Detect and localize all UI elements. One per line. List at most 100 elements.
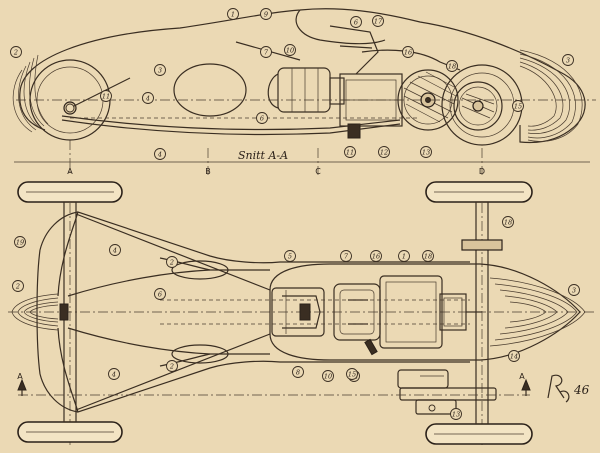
seat-frame	[329, 25, 379, 75]
part-callout-number: 11	[102, 92, 110, 100]
part-callout-bubble	[420, 146, 432, 158]
part-callout-number: 18	[424, 252, 432, 260]
signature-number: 46	[573, 383, 590, 397]
engine-side	[267, 67, 345, 113]
part-callout-bubble	[422, 250, 434, 262]
part-callout-bubble	[502, 216, 514, 228]
plan-view: A A	[8, 181, 596, 445]
plan-tail-hatching	[489, 277, 586, 347]
plan-arrow-label-left: A	[17, 372, 23, 381]
plan-fuselage	[269, 263, 581, 361]
part-callout-number: 16	[404, 48, 412, 56]
rear-axle-collar	[461, 239, 503, 251]
part-callout-bubble	[372, 15, 384, 27]
part-callout-number: 1	[402, 252, 406, 260]
fuel-tank	[173, 63, 247, 117]
part-callout-bubble	[256, 112, 268, 124]
part-callout-bubble	[154, 288, 166, 300]
part-callout-bubble	[446, 60, 458, 72]
part-callout-number: 2	[13, 48, 18, 56]
part-callout-bubble	[227, 8, 239, 20]
part-callout-bubble	[142, 92, 154, 104]
part-callout-number: 6	[260, 114, 264, 122]
section-marker-b: B	[205, 167, 211, 176]
part-callout-number: 3	[572, 286, 576, 294]
nose-hatching	[12, 54, 49, 133]
chassis-rail	[61, 115, 401, 131]
part-callout-bubble	[12, 280, 24, 292]
section-title: Snitt A-A	[238, 149, 288, 162]
part-callout-number: 4	[145, 94, 150, 102]
cockpit-fairing	[295, 9, 386, 45]
part-callout-bubble	[166, 360, 178, 372]
part-callout-bubble	[344, 146, 356, 158]
part-callout-number: 18	[504, 218, 512, 226]
part-callout-bubble	[402, 46, 414, 58]
part-callout-bubble	[154, 64, 166, 76]
plan-body-outline	[57, 211, 470, 413]
part-callout-number: 5	[288, 252, 292, 260]
blister-top	[171, 260, 229, 280]
part-callout-bubble	[10, 46, 22, 58]
part-callout-bubble	[284, 250, 296, 262]
part-callout-bubble	[398, 250, 410, 262]
section-marker-d: D	[479, 167, 485, 176]
part-callout-number: 3	[566, 56, 570, 64]
rear-axle	[475, 201, 489, 425]
plan-arrow-label-right: A	[519, 372, 525, 381]
part-callout-bubble	[284, 44, 296, 56]
part-callout-bubble	[370, 250, 382, 262]
part-callout-number: 7	[344, 252, 349, 260]
part-callout-bubble	[166, 256, 178, 268]
drive-gear-small	[453, 81, 503, 131]
part-callout-number: 17	[374, 17, 383, 25]
part-callout-number: 15	[348, 370, 356, 378]
gearbox-plan	[379, 275, 467, 349]
part-callout-bubble	[340, 250, 352, 262]
part-callout-number: 13	[422, 148, 430, 156]
part-callout-bubble	[378, 146, 390, 158]
part-callout-number: 18	[448, 62, 456, 70]
part-callout-number: 4	[157, 150, 162, 158]
part-callout-bubble	[260, 8, 272, 20]
part-callout-number: 4	[111, 370, 116, 378]
part-callout-bubble	[108, 368, 120, 380]
part-callout-number: 19	[16, 238, 24, 246]
part-callout-number: 8	[296, 368, 300, 376]
part-callout-number: 2	[169, 258, 174, 266]
signature: 46	[547, 374, 590, 403]
part-callout-number: 16	[372, 252, 380, 260]
part-callout-number: 10	[324, 372, 332, 380]
part-callout-bubble	[350, 16, 362, 28]
tail-hatching	[519, 49, 583, 142]
part-callout-bubble	[322, 370, 334, 382]
part-callout-number: 2	[15, 282, 20, 290]
part-callout-number: 6	[158, 290, 162, 298]
section-marker-c: C	[315, 167, 321, 176]
part-callout-number: 2	[169, 362, 174, 370]
part-callout-number: 7	[264, 48, 269, 56]
blister-bottom	[171, 344, 229, 364]
part-callout-bubble	[260, 46, 272, 58]
part-callout-number: 12	[380, 148, 388, 156]
part-callout-bubble	[14, 236, 26, 248]
part-callout-bubble	[292, 366, 304, 378]
part-callout-bubble	[568, 284, 580, 296]
part-callout-bubble	[562, 54, 574, 66]
part-callout-number: 14	[510, 352, 518, 360]
part-callout-bubble	[154, 148, 166, 160]
part-callout-number: 4	[112, 246, 117, 254]
part-callout-bubble	[508, 350, 520, 362]
part-callout-bubble	[346, 368, 358, 380]
part-callout-number: 6	[354, 18, 358, 26]
engine-plan	[271, 287, 325, 337]
section-marker-a: A	[67, 167, 73, 176]
part-callout-bubble	[109, 244, 121, 256]
rear-drive-assembly	[397, 369, 497, 415]
part-callout-bubble	[450, 408, 462, 420]
part-callout-bubble	[100, 90, 112, 102]
part-callout-bubble	[512, 100, 524, 112]
section-markers: A B C D Snitt A-A	[67, 140, 485, 176]
